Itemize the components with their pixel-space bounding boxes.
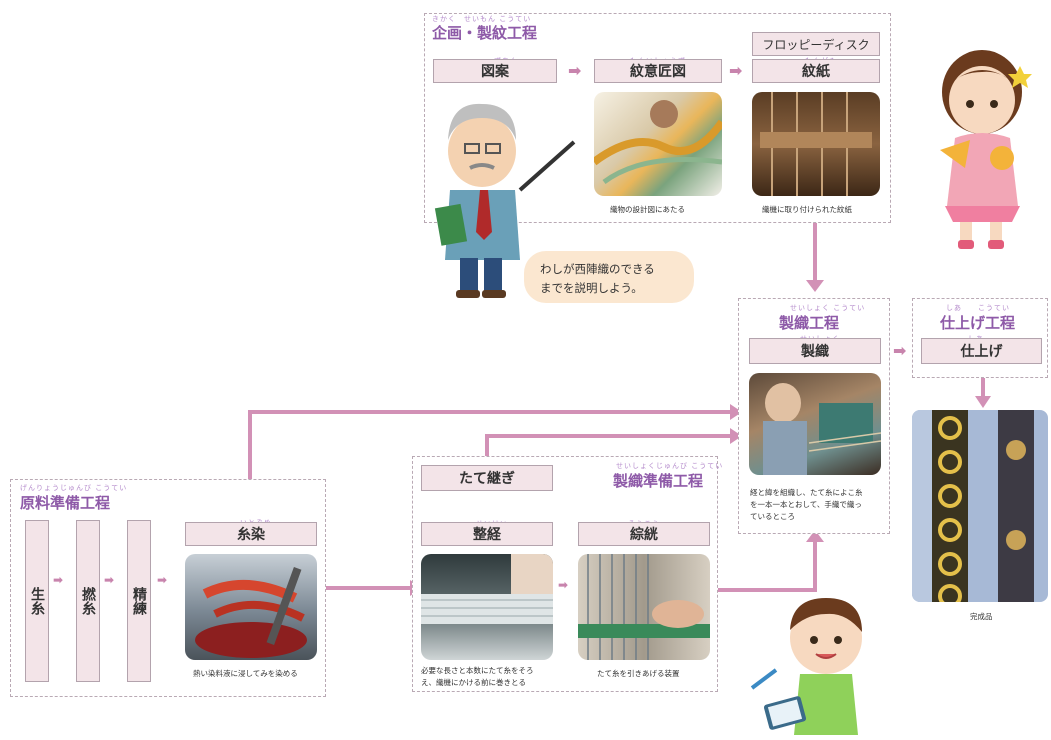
finished-product-caption: 完成品: [970, 612, 993, 621]
warping-caption-1: 必要な長さと本数にたて糸をそろ: [421, 666, 534, 675]
arrow-right-icon: ➡: [893, 341, 907, 360]
speech-line-1: わしが西陣織のできる: [540, 262, 655, 276]
warping-caption-2: え、織機にかける前に巻きとる: [421, 678, 526, 687]
arrow-right-icon: ➡: [104, 573, 115, 587]
jacquard-card-caption: 織機に取り付けられた紋紙: [762, 205, 852, 214]
step-weaving: 製織: [749, 338, 881, 364]
step-twisting: 撚糸: [76, 520, 100, 682]
step-warping: 整経: [421, 522, 553, 546]
weaving-caption-2: を一本一本とおして、手織で織っ: [750, 500, 862, 509]
step-finishing: 仕上げ: [921, 338, 1042, 364]
weaving-caption-1: 経と緯を組織し、たて糸によこ糸: [750, 488, 863, 497]
arrow-right-icon: ➡: [729, 61, 743, 80]
arrow-right-icon: ➡: [568, 61, 582, 80]
step-design: 図案: [433, 59, 557, 83]
weaving-title-ruby: せいしょく こうてい: [790, 304, 866, 312]
planning-title: 企画・製紋工程: [432, 24, 538, 42]
step-raw-silk: 生糸: [25, 520, 49, 682]
heddle-photo: [578, 554, 710, 660]
step-jacquard-card: 紋紙: [752, 59, 880, 83]
raw-title-ruby: げんりょうじゅんび こうてい: [20, 484, 128, 492]
prep-title: 製織準備工程: [613, 472, 704, 490]
step-warp-splicing: たて継ぎ: [421, 465, 553, 491]
pattern-drawing-photo: [594, 92, 722, 196]
warping-photo: [421, 554, 553, 660]
jacquard-card-photo: [752, 92, 880, 196]
prep-title-ruby: せいしょくじゅんび こうてい: [616, 462, 724, 470]
finished-product-photo: [912, 410, 1048, 602]
speech-line-2: までを説明しよう。: [540, 281, 643, 295]
step-heddle: 綜絖: [578, 522, 710, 546]
step-yarn-dyeing: 糸染: [185, 522, 317, 546]
speech-bubble: わしが西陣織のできる までを説明しよう。: [524, 251, 694, 303]
weaving-caption-3: ているところ: [750, 512, 795, 521]
planning-title-ruby: きかく せいもん こうてい: [432, 15, 532, 23]
finishing-title-ruby: しあ こうてい: [946, 304, 1010, 312]
yarn-dyeing-photo: [185, 554, 317, 660]
yarn-dyeing-caption: 熱い染料液に浸してみを染める: [193, 669, 298, 678]
weaving-photo: [749, 373, 881, 475]
arrow-right-icon: ➡: [53, 573, 64, 587]
arrow-right-icon: ➡: [558, 578, 569, 592]
weaving-title: 製織工程: [779, 314, 840, 332]
finishing-title: 仕上げ工程: [940, 314, 1016, 332]
pattern-drawing-caption: 織物の設計図にあたる: [610, 205, 685, 214]
floppy-disk-box: フロッピーディスク: [752, 32, 880, 56]
step-scouring: 精練: [127, 520, 151, 682]
arrow-right-icon: ➡: [157, 573, 168, 587]
heddle-caption: たて糸を引きあげる装置: [597, 669, 680, 678]
raw-title: 原料準備工程: [20, 494, 111, 512]
step-pattern-drawing: 紋意匠図: [594, 59, 722, 83]
